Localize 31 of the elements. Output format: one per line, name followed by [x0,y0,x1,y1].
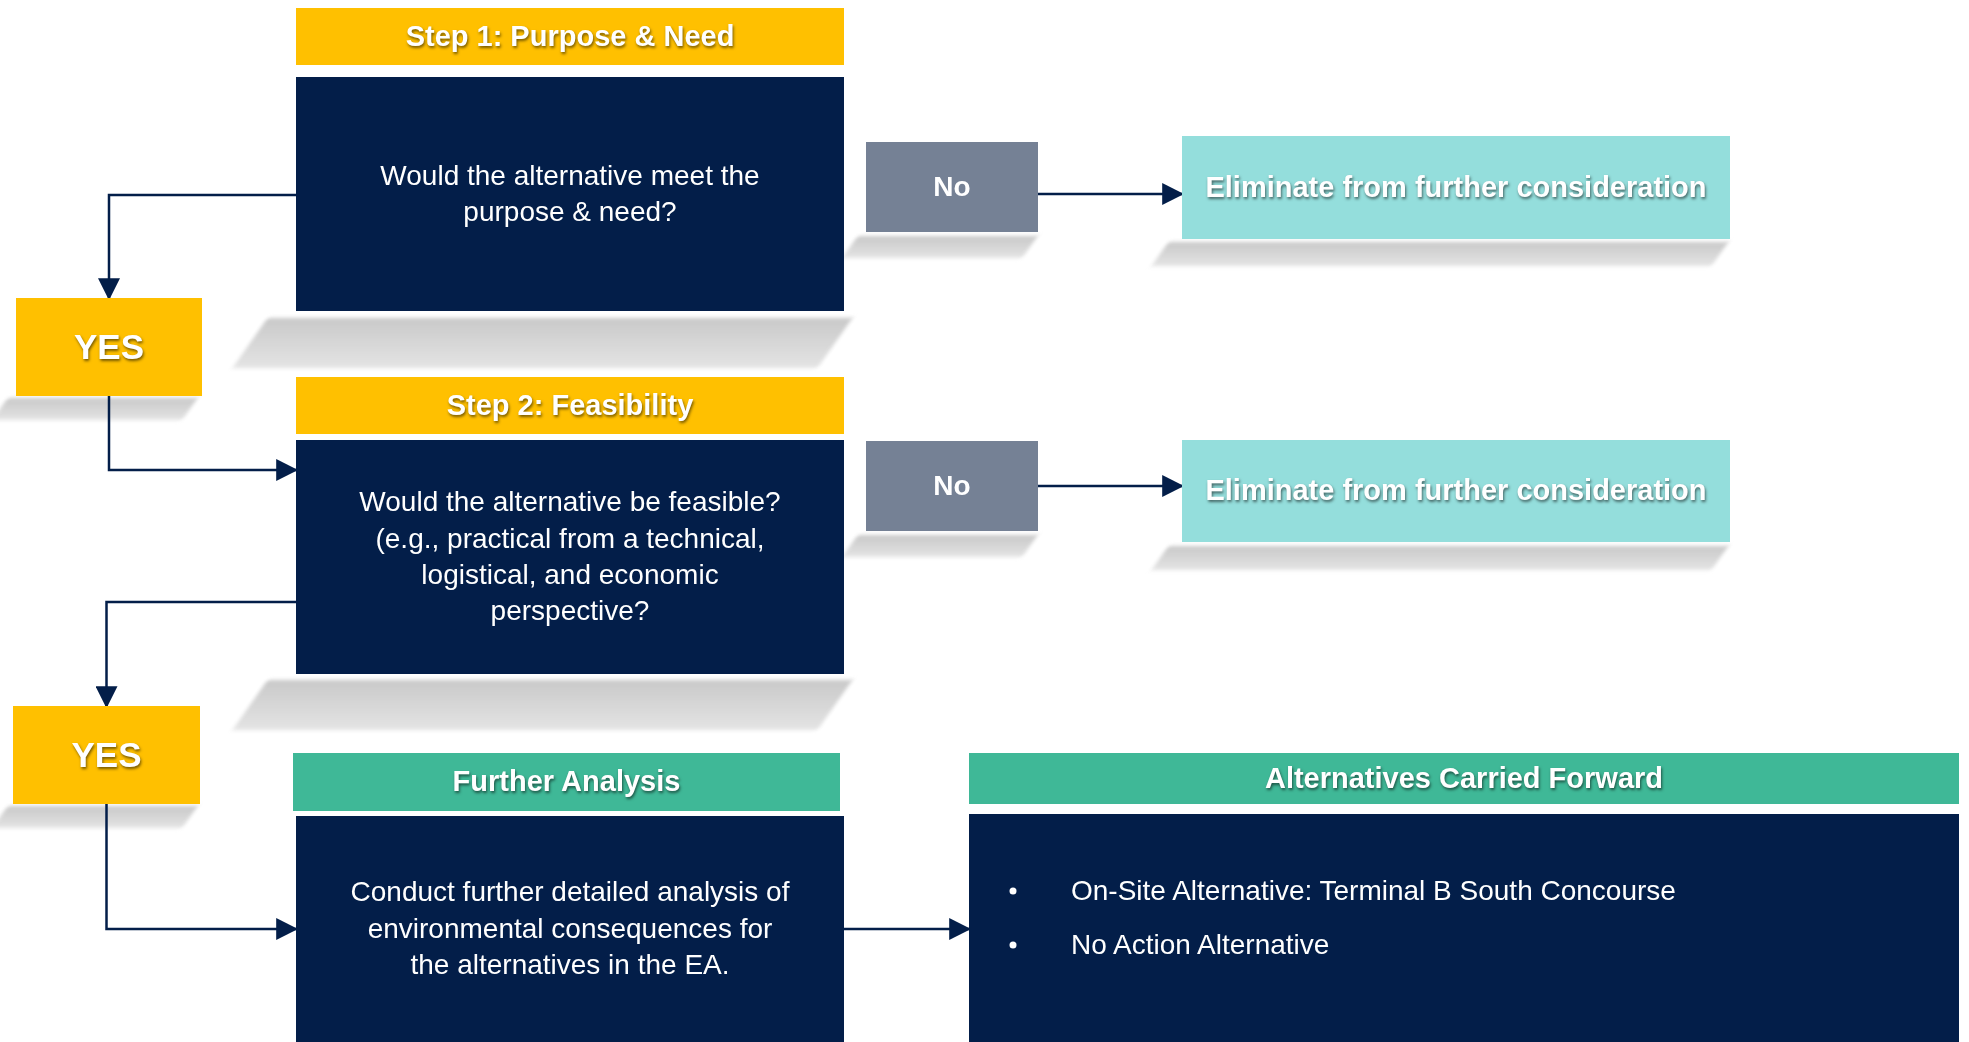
box-text: Alternatives Carried Forward [1264,760,1664,796]
box-text: Conduct further detailed analysis of environmental consequences for the alternatives in the EA. [349,875,791,983]
question-box [296,440,844,674]
box-text: Eliminate from further consideration [1205,473,1707,509]
box-text: No [933,468,971,503]
box-text: YES [71,734,142,777]
box-text: Would the alternative meet the purpose & need? [379,158,761,229]
box-text: Eliminate from further consideration [1205,169,1707,205]
box-text: Step 1: Purpose & Need [405,18,735,54]
yes-box [16,298,202,396]
eliminate-box [1182,136,1730,239]
list-item: On-Site Alternative: Terminal B South Concourse [1071,873,1676,908]
box-text: No [933,169,971,204]
box-text: Further Analysis [452,764,681,800]
arrow [95,600,296,709]
box-text: Would the alternative be feasible? (e.g., practical from a technical, logistical, and economic perspective? [358,485,782,629]
step-header-bar [296,377,844,434]
box-text: Step 2: Feasibility [446,387,694,423]
no-box [866,441,1038,531]
step-header-bar [969,753,1959,804]
arrow [98,193,296,301]
yes-box [13,706,200,804]
eliminate-box [1182,440,1730,542]
no-box [866,142,1038,232]
question-box [296,816,844,1042]
box-text: YES [73,326,144,369]
question-box [296,77,844,311]
step-header-bar [293,753,840,811]
step-header-bar [296,8,844,65]
list-item: No Action Alternative [1071,927,1330,962]
result-box [969,814,1959,1042]
